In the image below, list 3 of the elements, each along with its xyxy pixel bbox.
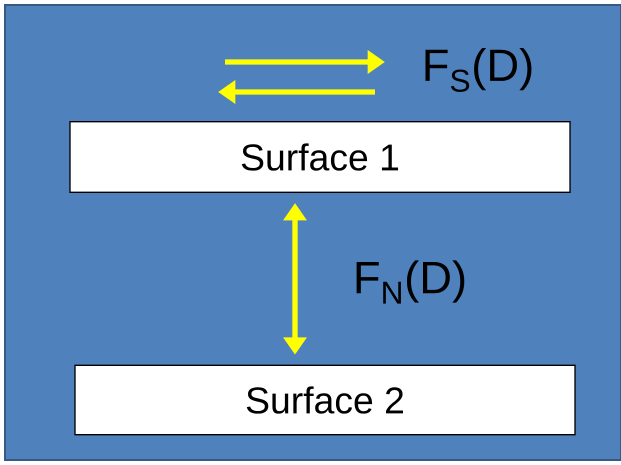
surface-box: Surface 1 bbox=[69, 121, 571, 193]
surface-box: Surface 2 bbox=[74, 364, 576, 436]
edge-label: F$_{N}$(D) bbox=[352, 259, 468, 305]
